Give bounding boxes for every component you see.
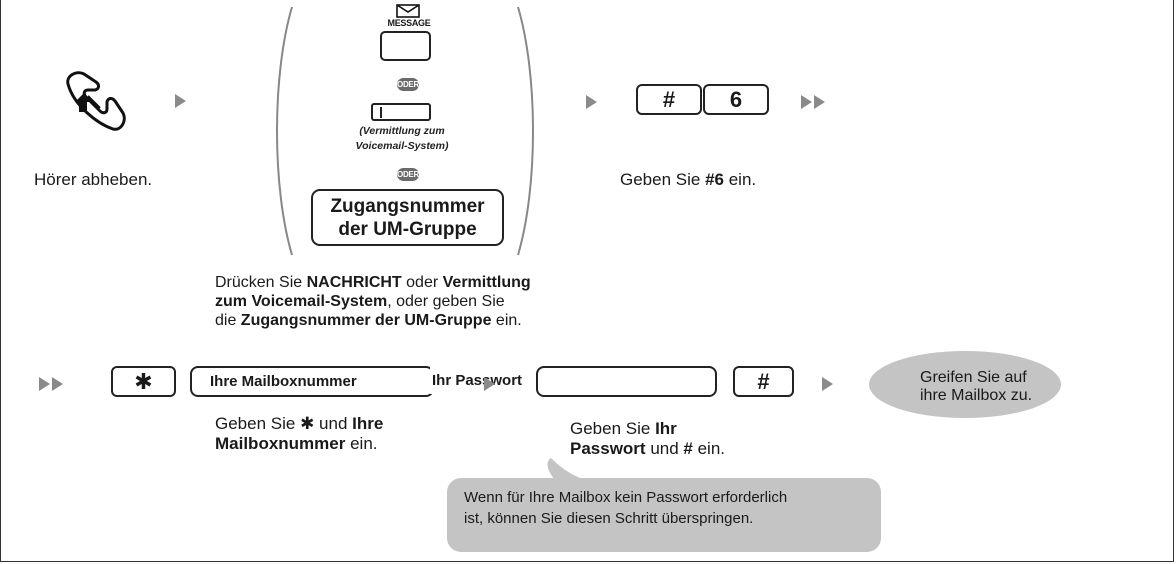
- double-arrow-icon: [814, 95, 825, 109]
- um-group-access-number-key[interactable]: Zugangsnummer der UM-Gruppe: [311, 189, 504, 246]
- arrow-right-icon: [586, 95, 597, 109]
- double-arrow-icon: [39, 377, 50, 391]
- step3-caption: Geben Sie #6 ein.: [620, 170, 757, 189]
- left-parenthesis-icon: [276, 6, 293, 256]
- note-bubble: [447, 458, 881, 552]
- password-field[interactable]: [536, 366, 717, 397]
- double-arrow-icon: [52, 377, 63, 391]
- result-bubble: [869, 351, 1061, 418]
- password-field-label: Ihr Passwort: [430, 367, 525, 394]
- star-key[interactable]: ✱: [111, 366, 176, 397]
- step2-caption: Drücken Sie NACHRICHT oder Vermittlung z…: [215, 274, 531, 329]
- arrow-right-icon: [822, 377, 833, 391]
- message-key[interactable]: [380, 31, 431, 61]
- transfer-caption-line2: Voicemail-System): [355, 140, 449, 152]
- transfer-caption-line1: (Vermittlung zum: [359, 125, 445, 137]
- or-badge: ODER: [397, 78, 419, 91]
- um-group-line2: der UM-Gruppe: [338, 219, 477, 240]
- arrow-right-icon: [175, 94, 186, 108]
- note-text: Wenn für Ihre Mailbox kein Passwort erfo…: [464, 489, 788, 527]
- um-group-line1: Zugangsnummer: [330, 196, 485, 217]
- six-key[interactable]: 6: [703, 84, 769, 115]
- hash-key[interactable]: #: [733, 366, 794, 397]
- handset-off-hook-icon: [66, 71, 126, 131]
- arrow-right-icon: [484, 377, 495, 391]
- hash-key[interactable]: #: [636, 84, 702, 115]
- step5-caption: Geben Sie Ihr Passwort und # ein.: [570, 419, 726, 458]
- mailbox-number-field[interactable]: Ihre Mailboxnummer: [190, 366, 434, 397]
- right-parenthesis-icon: [517, 6, 534, 256]
- message-key-label: MESSAGE: [387, 18, 431, 28]
- step1-caption: Hörer abheben.: [34, 170, 153, 189]
- or-badge: ODER: [397, 168, 419, 181]
- step4-caption: Geben Sie ✱ und Ihre Mailboxnummer ein.: [215, 414, 384, 453]
- voicemail-transfer-key[interactable]: [371, 103, 431, 121]
- double-arrow-icon: [801, 95, 812, 109]
- envelope-icon: [396, 4, 420, 18]
